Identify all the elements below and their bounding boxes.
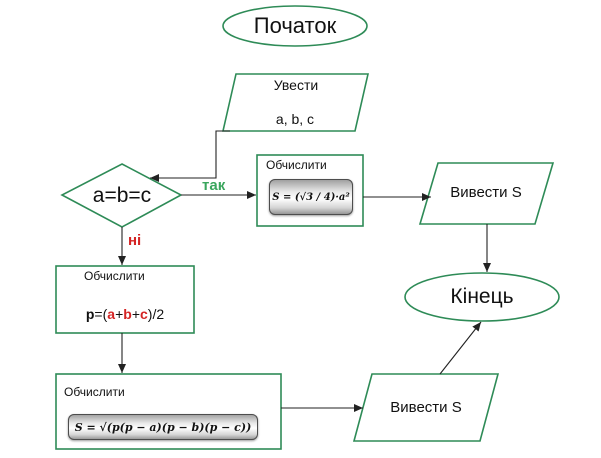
output-top-parallelogram-shape [418,162,555,225]
output-top-label: Вивести S [450,183,522,201]
semi-perimeter-a: a [107,306,116,322]
semi-perimeter-eq: =( [94,306,108,322]
calc-perimeter-title: Обчислити [84,269,145,283]
equilateral-area-formula-text: S = (√3 / 4)·a² [272,191,350,203]
decision-label: a=b=c [92,184,152,207]
input-title: Увести [273,77,319,93]
arrow-output-bottom-to-end [439,321,482,375]
output-bottom-parallelogram-shape [352,373,500,442]
end-terminal-shape [404,272,560,322]
semi-perimeter-plus1: + [115,306,124,322]
arrow-input-to-decision [150,130,230,182]
input-vars: a, b, c [275,111,315,127]
output-bottom-label: Вивести S [390,398,462,416]
semi-perimeter-close: )/2 [147,306,165,322]
calc-heron-title: Обчислити [64,385,125,399]
start-terminal-shape [222,5,368,47]
semi-perimeter-b: b [123,306,132,322]
heron-area-formula-text: S = √(p(p − a)(p − b)(p − c)) [74,420,252,434]
start-label: Початок [253,13,337,38]
calc-equilateral-title: Обчислити [266,158,327,172]
branch-no-label: ні [128,232,142,249]
calc-perimeter-rect [55,265,195,334]
semi-perimeter-plus2: + [131,306,140,322]
semi-perimeter-formula: p=(a+b+c)/2 [58,303,192,325]
branch-yes-label: так [202,177,226,194]
semi-perimeter-p: p [85,306,95,322]
semi-perimeter-c: c [140,306,148,322]
heron-area-formula: S = √(p(p − a)(p − b)(p − c)) [68,414,258,440]
input-parallelogram-shape [221,73,370,132]
end-label: Кінець [450,285,514,308]
equilateral-area-formula: S = (√3 / 4)·a² [269,179,353,215]
